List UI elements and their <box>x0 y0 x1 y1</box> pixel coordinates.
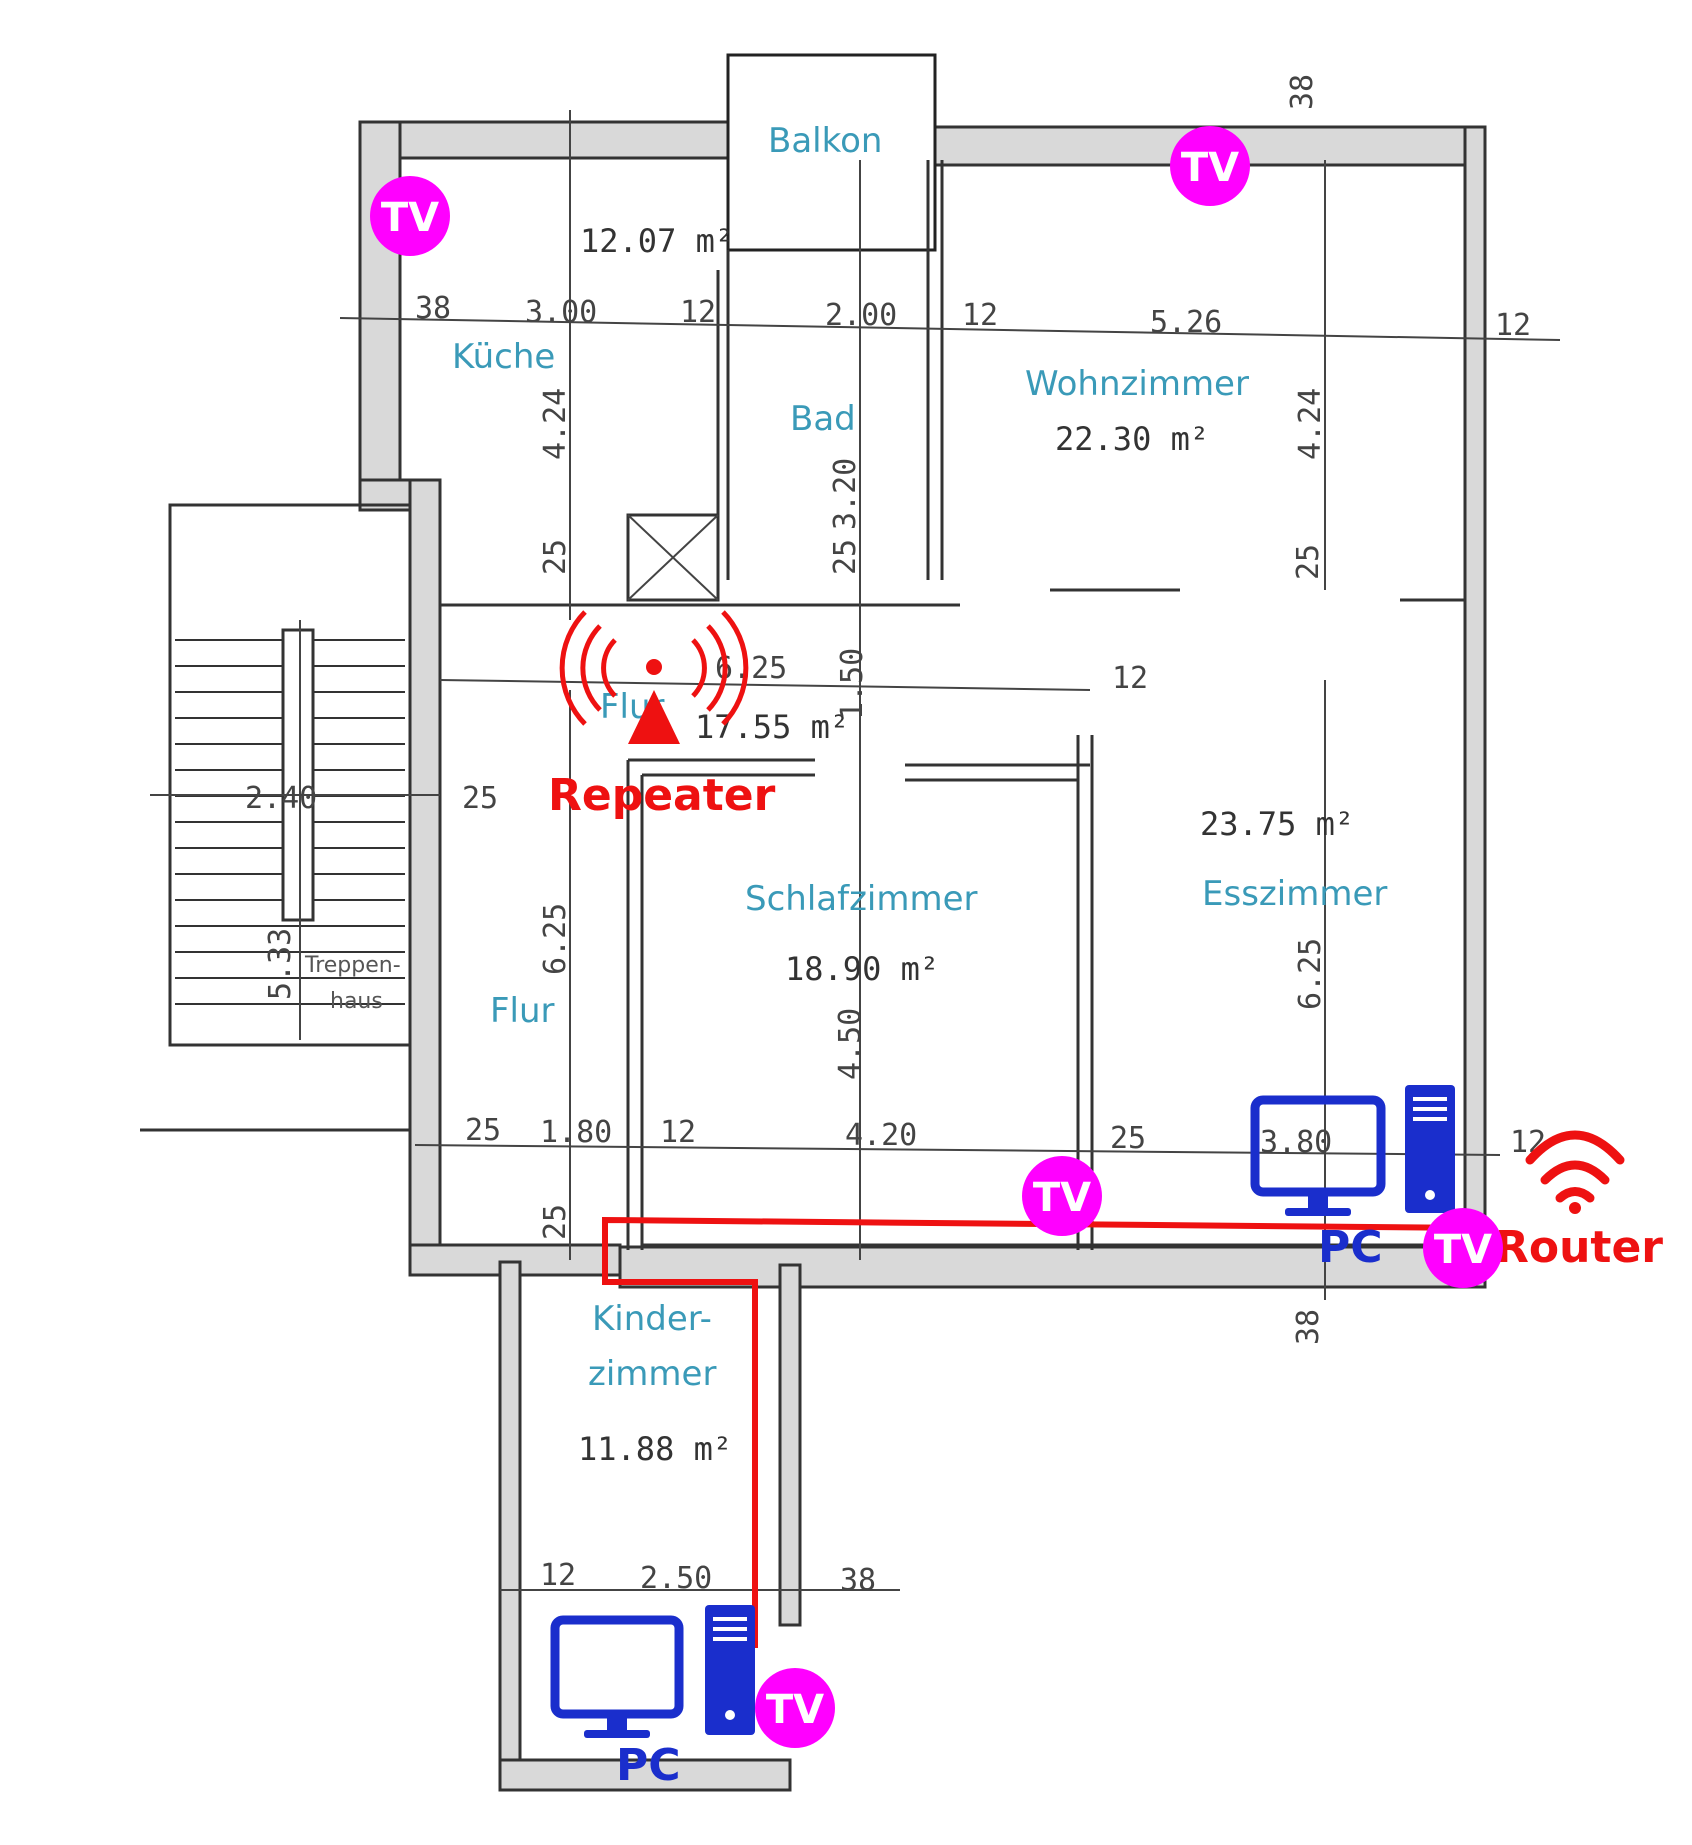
room-esszimmer: Esszimmer <box>1202 874 1387 914</box>
router: Router <box>1495 1130 1663 1273</box>
svg-text:TV: TV <box>1181 145 1239 191</box>
dim-ess-12: 12 <box>1112 661 1148 696</box>
area-esszimmer: 23.75 m² <box>1200 805 1354 843</box>
dim-bad-25: 25 <box>828 539 863 575</box>
room-wohnzimmer: Wohnzimmer <box>1025 364 1249 404</box>
pc-main: PC <box>1250 1085 1455 1273</box>
dim-stair-25: 25 <box>462 781 498 816</box>
tv-markers: TV TV TV TV TV <box>370 126 1503 1748</box>
dim-schlaf-height: 4.50 <box>833 1008 868 1080</box>
dim-wohn-25: 25 <box>1291 544 1326 580</box>
svg-text:TV: TV <box>381 195 439 241</box>
room-flur-lower: Flur <box>490 991 555 1031</box>
computer-tower-icon <box>705 1605 755 1735</box>
dim-bottom-180: 1.80 <box>540 1115 612 1150</box>
wifi-dot-icon <box>1569 1202 1581 1214</box>
stair-rail <box>281 628 315 922</box>
monitor-icon <box>550 1615 684 1738</box>
dim-kueche-height: 4.24 <box>538 388 573 460</box>
tv-wohnzimmer: TV <box>1170 126 1250 206</box>
network-cable <box>602 1216 1483 1648</box>
repeater-label: Repeater <box>548 770 776 821</box>
tv-esszimmer: TV <box>1423 1208 1503 1288</box>
dim-bottom-25: 25 <box>465 1113 501 1148</box>
dim-stair-height: 5.33 <box>263 928 298 1000</box>
room-labels: Balkon Küche Bad Wohnzimmer Flur Schlafz… <box>304 121 1387 1394</box>
dim-kueche-left-38: 38 <box>415 291 451 326</box>
dim-kinder-12: 12 <box>540 1558 576 1593</box>
dim-bad-width: 2.00 <box>825 298 897 333</box>
pc-kinder: PC <box>550 1605 755 1791</box>
dim-ess-width: 3.80 <box>1260 1125 1332 1160</box>
tv-schlafzimmer: TV <box>1022 1156 1102 1236</box>
tv-kueche: TV <box>370 176 450 256</box>
dim-bottom-38: 38 <box>1291 1309 1326 1345</box>
dimension-lines <box>150 110 1561 1591</box>
dim-ess-height: 6.25 <box>1293 938 1328 1010</box>
dim-bad-height: 3.20 <box>828 458 863 530</box>
dim-kueche-width: 3.00 <box>525 295 597 330</box>
dim-kinder-width: 2.50 <box>640 1561 712 1596</box>
wifi-icon <box>1525 1130 1625 1203</box>
dim-top-38: 38 <box>1285 74 1320 110</box>
svg-text:TV: TV <box>1434 1227 1492 1273</box>
room-kinderzimmer-1: Kinder- <box>592 1299 712 1339</box>
dim-stair-width: 2.40 <box>245 781 317 816</box>
room-balkon: Balkon <box>768 121 882 161</box>
svg-text:TV: TV <box>766 1687 824 1733</box>
dim-bottom-12: 12 <box>660 1115 696 1150</box>
wifi-antenna-icon <box>559 610 749 744</box>
room-treppenhaus-2: haus <box>330 989 383 1014</box>
stair-steps <box>175 628 405 1005</box>
dim-schlaf-25: 25 <box>1110 1121 1146 1156</box>
pc-main-label: PC <box>1318 1222 1383 1273</box>
room-schlafzimmer: Schlafzimmer <box>745 879 978 919</box>
dim-schlaf-width: 4.20 <box>845 1118 917 1153</box>
router-label: Router <box>1495 1222 1663 1273</box>
area-kueche: 12.07 m² <box>580 222 734 260</box>
area-wohnzimmer: 22.30 m² <box>1055 420 1209 458</box>
dim-flur-height: 1.50 <box>835 648 870 720</box>
area-schlafzimmer: 18.90 m² <box>785 950 939 988</box>
dim-wohn-width: 5.26 <box>1150 305 1222 340</box>
room-bad: Bad <box>790 399 856 439</box>
dim-right-12: 12 <box>1495 308 1531 343</box>
tv-kinderzimmer: TV <box>755 1668 835 1748</box>
dim-flur-vertical: 6.25 <box>538 903 573 975</box>
svg-text:TV: TV <box>1033 1175 1091 1221</box>
dim-kinder-38: 38 <box>840 1563 876 1598</box>
area-labels: 12.07 m² 22.30 m² 17.55 m² 23.75 m² 18.9… <box>578 222 1354 1468</box>
room-treppenhaus-1: Treppen- <box>304 953 401 978</box>
dim-kueche-bad-12: 12 <box>680 295 716 330</box>
walls <box>358 53 1487 1792</box>
computer-tower-icon <box>1405 1085 1455 1213</box>
monitor-icon <box>1250 1095 1386 1216</box>
room-kinderzimmer-2: zimmer <box>588 1354 716 1394</box>
room-kueche: Küche <box>452 337 555 377</box>
dim-bad-wohn-12: 12 <box>962 298 998 333</box>
area-kinderzimmer: 11.88 m² <box>578 1430 732 1468</box>
interior-lines <box>140 160 1465 1250</box>
repeater: Repeater <box>548 610 776 821</box>
dim-wohn-height: 4.24 <box>1293 388 1328 460</box>
area-flur: 17.55 m² <box>695 708 849 746</box>
pc-kinder-label: PC <box>616 1740 681 1791</box>
dim-kinder-25: 25 <box>538 1204 573 1240</box>
dim-kueche-25: 25 <box>538 539 573 575</box>
